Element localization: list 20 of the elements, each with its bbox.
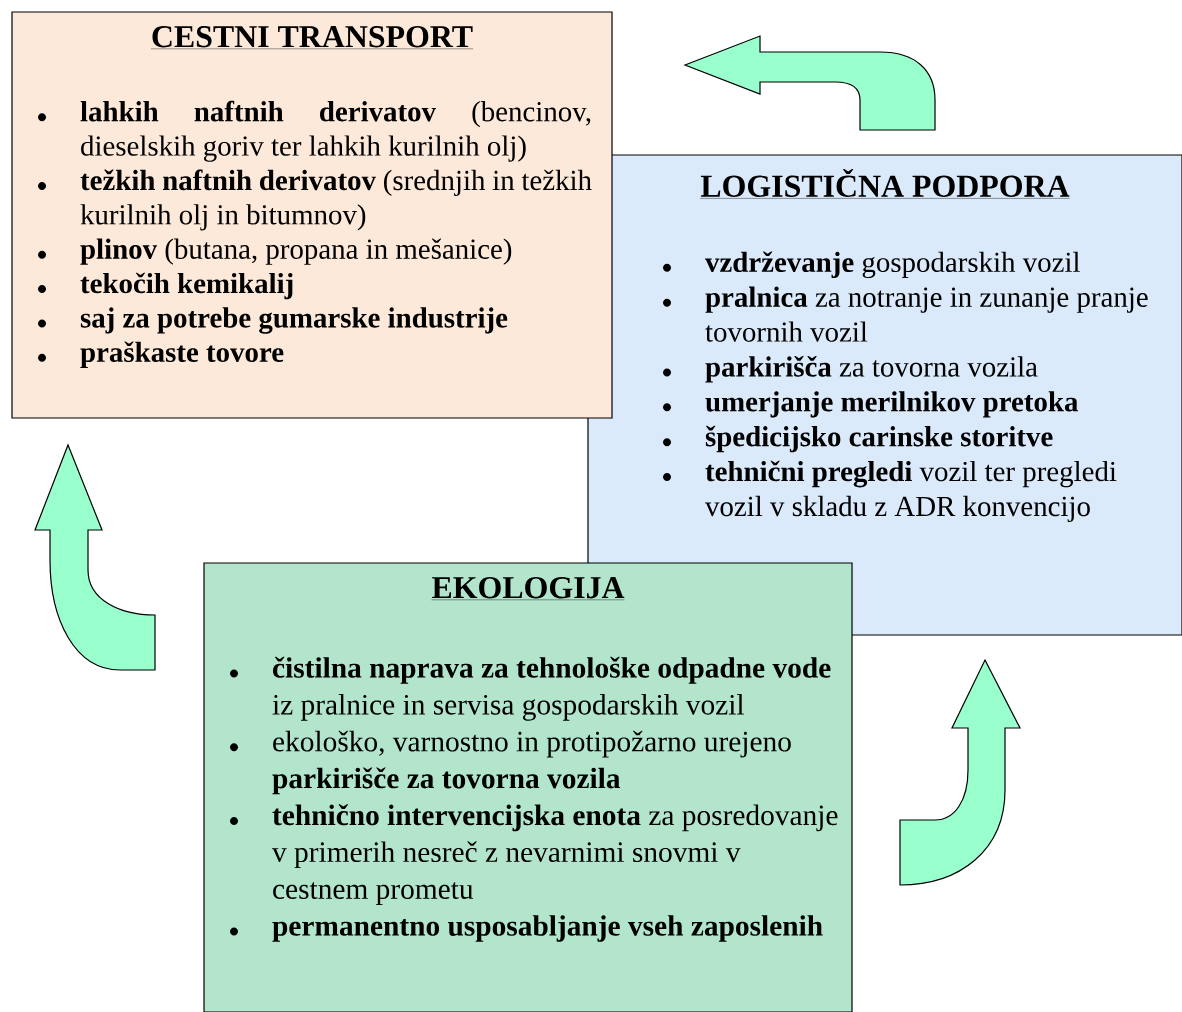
bullet-item: lahkih naftnih derivatov (bencinov, dieselskih goriv ter lahkih kurilnih olj): [80, 100, 591, 162]
box-heading: EKOLOGIJA: [431, 577, 625, 600]
bullet-item: umerjanje merilnikov pretoka: [705, 391, 1078, 418]
block-arrow: [684, 35, 936, 131]
bullet-item: parkirišča za tovorna vozila: [705, 356, 1038, 383]
bullet-item: tehnični pregledi vozil ter pregledi vozil v skladu z ADR konvencijo: [705, 460, 1117, 523]
bullet-item: težkih naftnih derivatov (srednjih in težkih kurilnih olj in bitumnov): [80, 169, 592, 231]
bullet-item: plinov (butana, propana in mešanice): [80, 238, 512, 265]
text-box: [11, 11, 613, 419]
block-arrow: [34, 444, 156, 671]
bullet-item: špedicijsko carinske storitve: [705, 425, 1053, 453]
bullet-item: vzdrževanje gospodarskih vozil: [705, 251, 1080, 279]
block-arrow: [899, 659, 1021, 886]
bullet-item: praškaste tovore: [80, 341, 284, 368]
box-heading: CESTNI TRANSPORT: [150, 26, 474, 49]
bullet-item: saj za potrebe gumarske industrije: [80, 307, 508, 334]
bullet-item: permanentno usposabljanje vseh zaposlenih: [272, 915, 823, 942]
box-heading: LOGISTIČNA PODPORA: [700, 169, 1070, 199]
bullet-item: tekočih kemikalij: [80, 272, 293, 300]
text-box: [203, 562, 853, 1012]
